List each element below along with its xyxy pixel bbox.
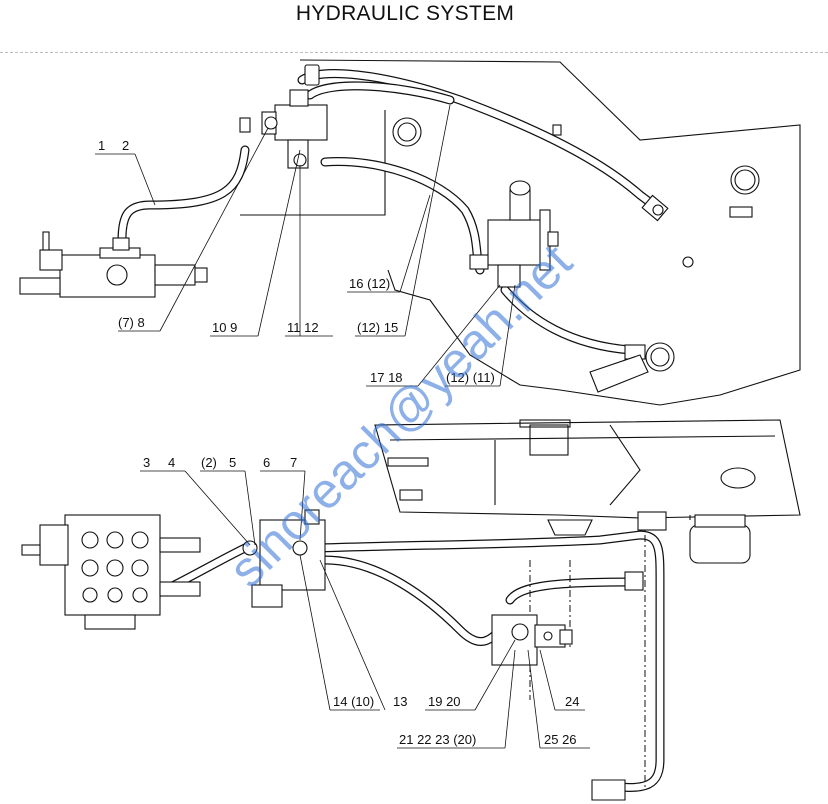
lower-frame-outline bbox=[374, 419, 801, 520]
lower-right-valve bbox=[491, 614, 573, 666]
label-12-15: (12) 15 bbox=[357, 320, 398, 335]
label-6: 6 bbox=[263, 455, 270, 470]
label-7: 7 bbox=[290, 455, 297, 470]
label-1: 1 bbox=[98, 138, 105, 153]
leader-lines bbox=[95, 104, 590, 749]
label-12-11: (12) (11) bbox=[446, 370, 495, 385]
lower-center-valve bbox=[242, 509, 326, 608]
label-16-12: 16 (12) bbox=[349, 276, 390, 291]
label-14-10: 14 (10) bbox=[333, 694, 374, 709]
right-upper-valve bbox=[469, 180, 559, 288]
label-7-8: (7) 8 bbox=[118, 315, 145, 330]
multi-way-valve bbox=[21, 514, 201, 630]
upper-valve-block bbox=[239, 64, 328, 169]
lower-dashed-lines bbox=[529, 520, 646, 790]
label-3: 3 bbox=[143, 455, 150, 470]
label-11-12: 11 12 bbox=[287, 320, 319, 335]
upper-hoses bbox=[117, 69, 665, 355]
label-21-22-23-20: 21 22 23 (20) bbox=[399, 732, 476, 747]
label-19-20: 19 20 bbox=[428, 694, 461, 709]
label-5: 5 bbox=[229, 455, 236, 470]
page-title: HYDRAULIC SYSTEM bbox=[295, 2, 515, 25]
tank-filter bbox=[547, 511, 751, 801]
label-2b: (2) bbox=[201, 455, 217, 470]
title-separator bbox=[0, 52, 828, 53]
label-24: 24 bbox=[565, 694, 579, 709]
label-17-18: 17 18 bbox=[370, 370, 403, 385]
part-labels: 1 2 (7) 8 10 9 11 12 (12) 15 16 (12) 17 … bbox=[98, 138, 579, 747]
label-2: 2 bbox=[122, 138, 129, 153]
label-25-26: 25 26 bbox=[544, 732, 577, 747]
upper-hose-ends bbox=[589, 194, 675, 393]
label-10-9: 10 9 bbox=[212, 320, 237, 335]
upper-frame-outline bbox=[240, 59, 801, 406]
label-4: 4 bbox=[168, 455, 175, 470]
lower-hoses bbox=[125, 530, 665, 792]
left-control-valve bbox=[19, 231, 208, 298]
label-13: 13 bbox=[393, 694, 407, 709]
